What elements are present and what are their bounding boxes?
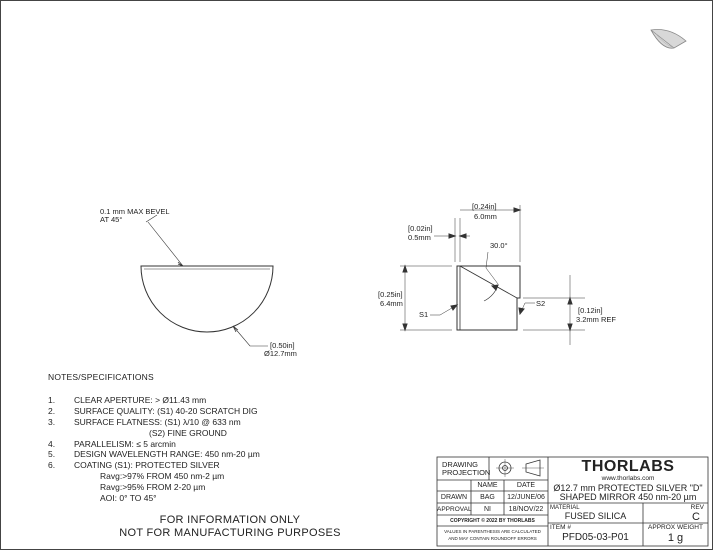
col-date-header: DATE <box>516 482 536 489</box>
note-item: 5.DESIGN WAVELENGTH RANGE: 450 nm-20 µm <box>48 449 260 460</box>
notes-specifications: NOTES/SPECIFICATIONS 1.CLEAR APERTURE: >… <box>48 372 260 504</box>
weight-label: APPROX WEIGHT <box>648 524 703 531</box>
surface-s2-label: S2 <box>536 299 545 308</box>
diameter-mm: Ø12.7mm <box>264 349 297 358</box>
website: www.thorlabs.com <box>601 475 655 482</box>
note-item: AOI: 0° TO 45° <box>100 493 157 504</box>
side-view <box>400 205 585 345</box>
projection-label-1: DRAWING <box>442 460 478 469</box>
part-description-2: SHAPED MIRROR 450 nm-20 µm <box>559 492 697 502</box>
note-item: 1.CLEAR APERTURE: > Ø11.43 mm <box>48 394 207 405</box>
col-name-header: NAME <box>477 482 498 489</box>
note-item: 3.SURFACE FLATNESS: (S1) λ/10 @ 633 nm <box>48 416 241 427</box>
third-angle-projection-icon <box>496 459 544 477</box>
diameter-leader <box>232 325 268 347</box>
material-label: MATERIAL <box>550 505 580 511</box>
d-mirror-outline <box>140 265 274 333</box>
thorlabs-logo: THORLABS <box>581 458 675 475</box>
dim-half-inch: [0.12in] <box>578 306 603 315</box>
bevel-leader <box>147 221 184 267</box>
disclaimer-line2: NOT FOR MANUFACTURING PURPOSES <box>119 527 341 539</box>
bevel-note-angle: AT 45° <box>100 215 122 224</box>
item-number: PFD05-03-P01 <box>562 532 629 543</box>
title-block <box>436 456 709 547</box>
projection-label-2: PROJECTION <box>442 468 491 477</box>
note-item: 2.SURFACE QUALITY: (S1) 40-20 SCRATCH DI… <box>48 405 258 416</box>
disclaimer: FOR INFORMATION ONLY NOT FOR MANUFACTURI… <box>90 514 370 540</box>
dim-width-mm: 6.0mm <box>474 212 497 221</box>
part-description-1: Ø12.7 mm PROTECTED SILVER "D" <box>553 483 703 493</box>
approval-date: 18/NOV/22 <box>508 506 544 513</box>
note-item: Ravg:>95% FROM 2-20 µm <box>100 482 206 493</box>
note-item: Ravg:>97% FROM 450 nm-2 µm <box>100 471 225 482</box>
drawn-label: DRAWN <box>440 494 468 501</box>
diameter-inch: [0.50in] <box>270 341 295 350</box>
dim-width-inch: [0.24in] <box>472 202 497 211</box>
dim-half-mm: 3.2mm REF <box>576 315 616 324</box>
dim-angle: 30.0° <box>490 241 508 250</box>
note-item: 4.PARALLELISM: ≤ 5 arcmin <box>48 438 176 449</box>
disclaimer-line1: FOR INFORMATION ONLY <box>159 514 301 526</box>
dim-height-mm: 6.4mm <box>380 299 403 308</box>
drawn-date: 12/JUNE/06 <box>507 494 545 501</box>
drawn-name: BAG <box>480 494 495 501</box>
note-item: 6.COATING (S1): PROTECTED SILVER <box>48 460 220 471</box>
approval-label: APPROVAL <box>437 506 472 513</box>
notes-list: 1.CLEAR APERTURE: > Ø11.43 mm 2.SURFACE … <box>48 395 260 504</box>
dim-thickness-inch: [0.02in] <box>408 224 433 233</box>
material-value: FUSED SILICA <box>564 511 627 521</box>
approval-name: NI <box>484 506 491 513</box>
note-item: (S2) FINE GROUND <box>149 427 227 438</box>
rev-label: REV <box>690 504 704 511</box>
rev-value: C <box>692 511 700 523</box>
copyright: COPYRIGHT © 2022 BY THORLABS <box>450 518 535 524</box>
footnote-2: AND MAY CONTAIN ROUNDOFF ERRORS <box>448 536 537 541</box>
surface-s1-label: S1 <box>419 310 428 319</box>
bevel-face <box>459 265 518 299</box>
front-view <box>140 214 274 347</box>
notes-title: NOTES/SPECIFICATIONS <box>48 372 154 382</box>
part-3d-preview-icon <box>650 29 687 49</box>
bevel-note: 0.1 mm MAX BEVEL <box>100 207 170 216</box>
dim-height-inch: [0.25in] <box>378 290 403 299</box>
item-label: ITEM # <box>550 524 571 531</box>
footnote-1: VALUES IN PARENTHESIS ARE CALCULATED <box>444 529 541 534</box>
dim-thickness-mm: 0.5mm <box>408 233 431 242</box>
weight-value: 1 g <box>667 532 684 544</box>
